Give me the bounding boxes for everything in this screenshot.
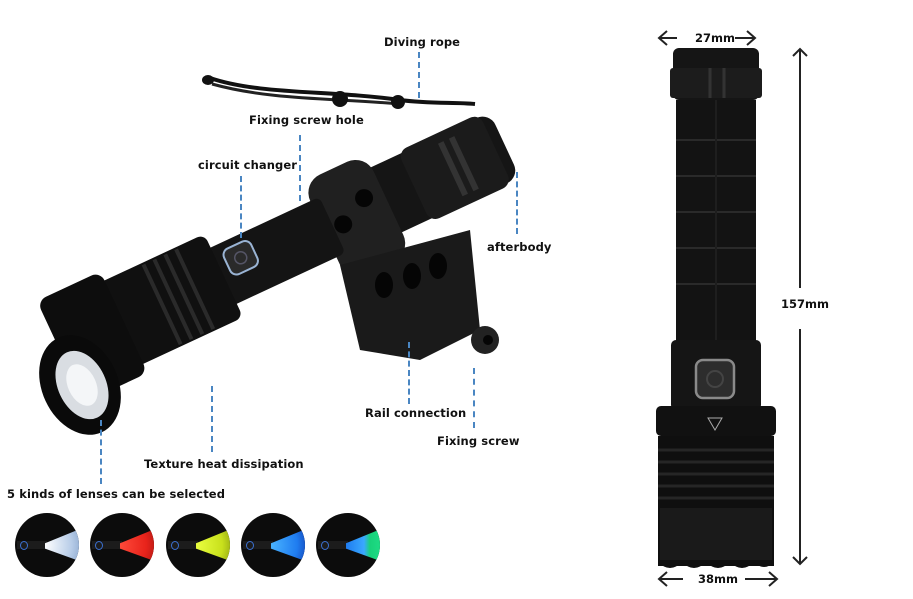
callout-line-texture-heat xyxy=(211,386,213,452)
lens-option-blue-green xyxy=(316,513,380,577)
callout-line-diving-rope xyxy=(418,52,420,98)
flashlight-upright-illustration xyxy=(656,48,776,568)
dimension-arrow-length xyxy=(792,47,808,566)
product-image-upright xyxy=(640,40,790,580)
lens-option-white xyxy=(15,513,79,577)
lens-option-red xyxy=(90,513,154,577)
flashlight-angled-illustration xyxy=(39,75,516,435)
dimension-arrow-bezel-width xyxy=(657,571,779,587)
callout-line-circuit-changer xyxy=(240,176,242,238)
label-diving-rope: Diving rope xyxy=(384,35,461,49)
product-image-angled xyxy=(39,75,516,435)
label-afterbody: afterbody xyxy=(487,240,552,254)
label-fixing-screw: Fixing screw xyxy=(437,434,520,448)
lens-option-blue xyxy=(241,513,305,577)
label-lens-options: 5 kinds of lenses can be selected xyxy=(7,487,226,501)
label-rail-connection: Rail connection xyxy=(365,406,467,420)
label-circuit-changer: circuit changer xyxy=(198,158,298,172)
dimension-length-label: 157mm xyxy=(781,297,829,311)
label-texture-heat-dissipation: Texture heat dissipation xyxy=(144,457,304,471)
label-fixing-screw-hole: Fixing screw hole xyxy=(249,113,364,127)
dimension-head-width-label: 27mm xyxy=(695,31,735,45)
lens-option-yellow-green xyxy=(166,513,230,577)
callout-line-fixing-screw-hole xyxy=(299,135,301,201)
callout-line-lenses xyxy=(100,420,102,484)
callout-line-fixing-screw xyxy=(473,368,475,428)
dimension-bezel-width-label: 38mm xyxy=(698,572,738,586)
callout-line-afterbody xyxy=(516,172,518,234)
callout-line-rail-connection xyxy=(408,342,410,404)
dimension-arrow-head-width xyxy=(657,30,757,46)
